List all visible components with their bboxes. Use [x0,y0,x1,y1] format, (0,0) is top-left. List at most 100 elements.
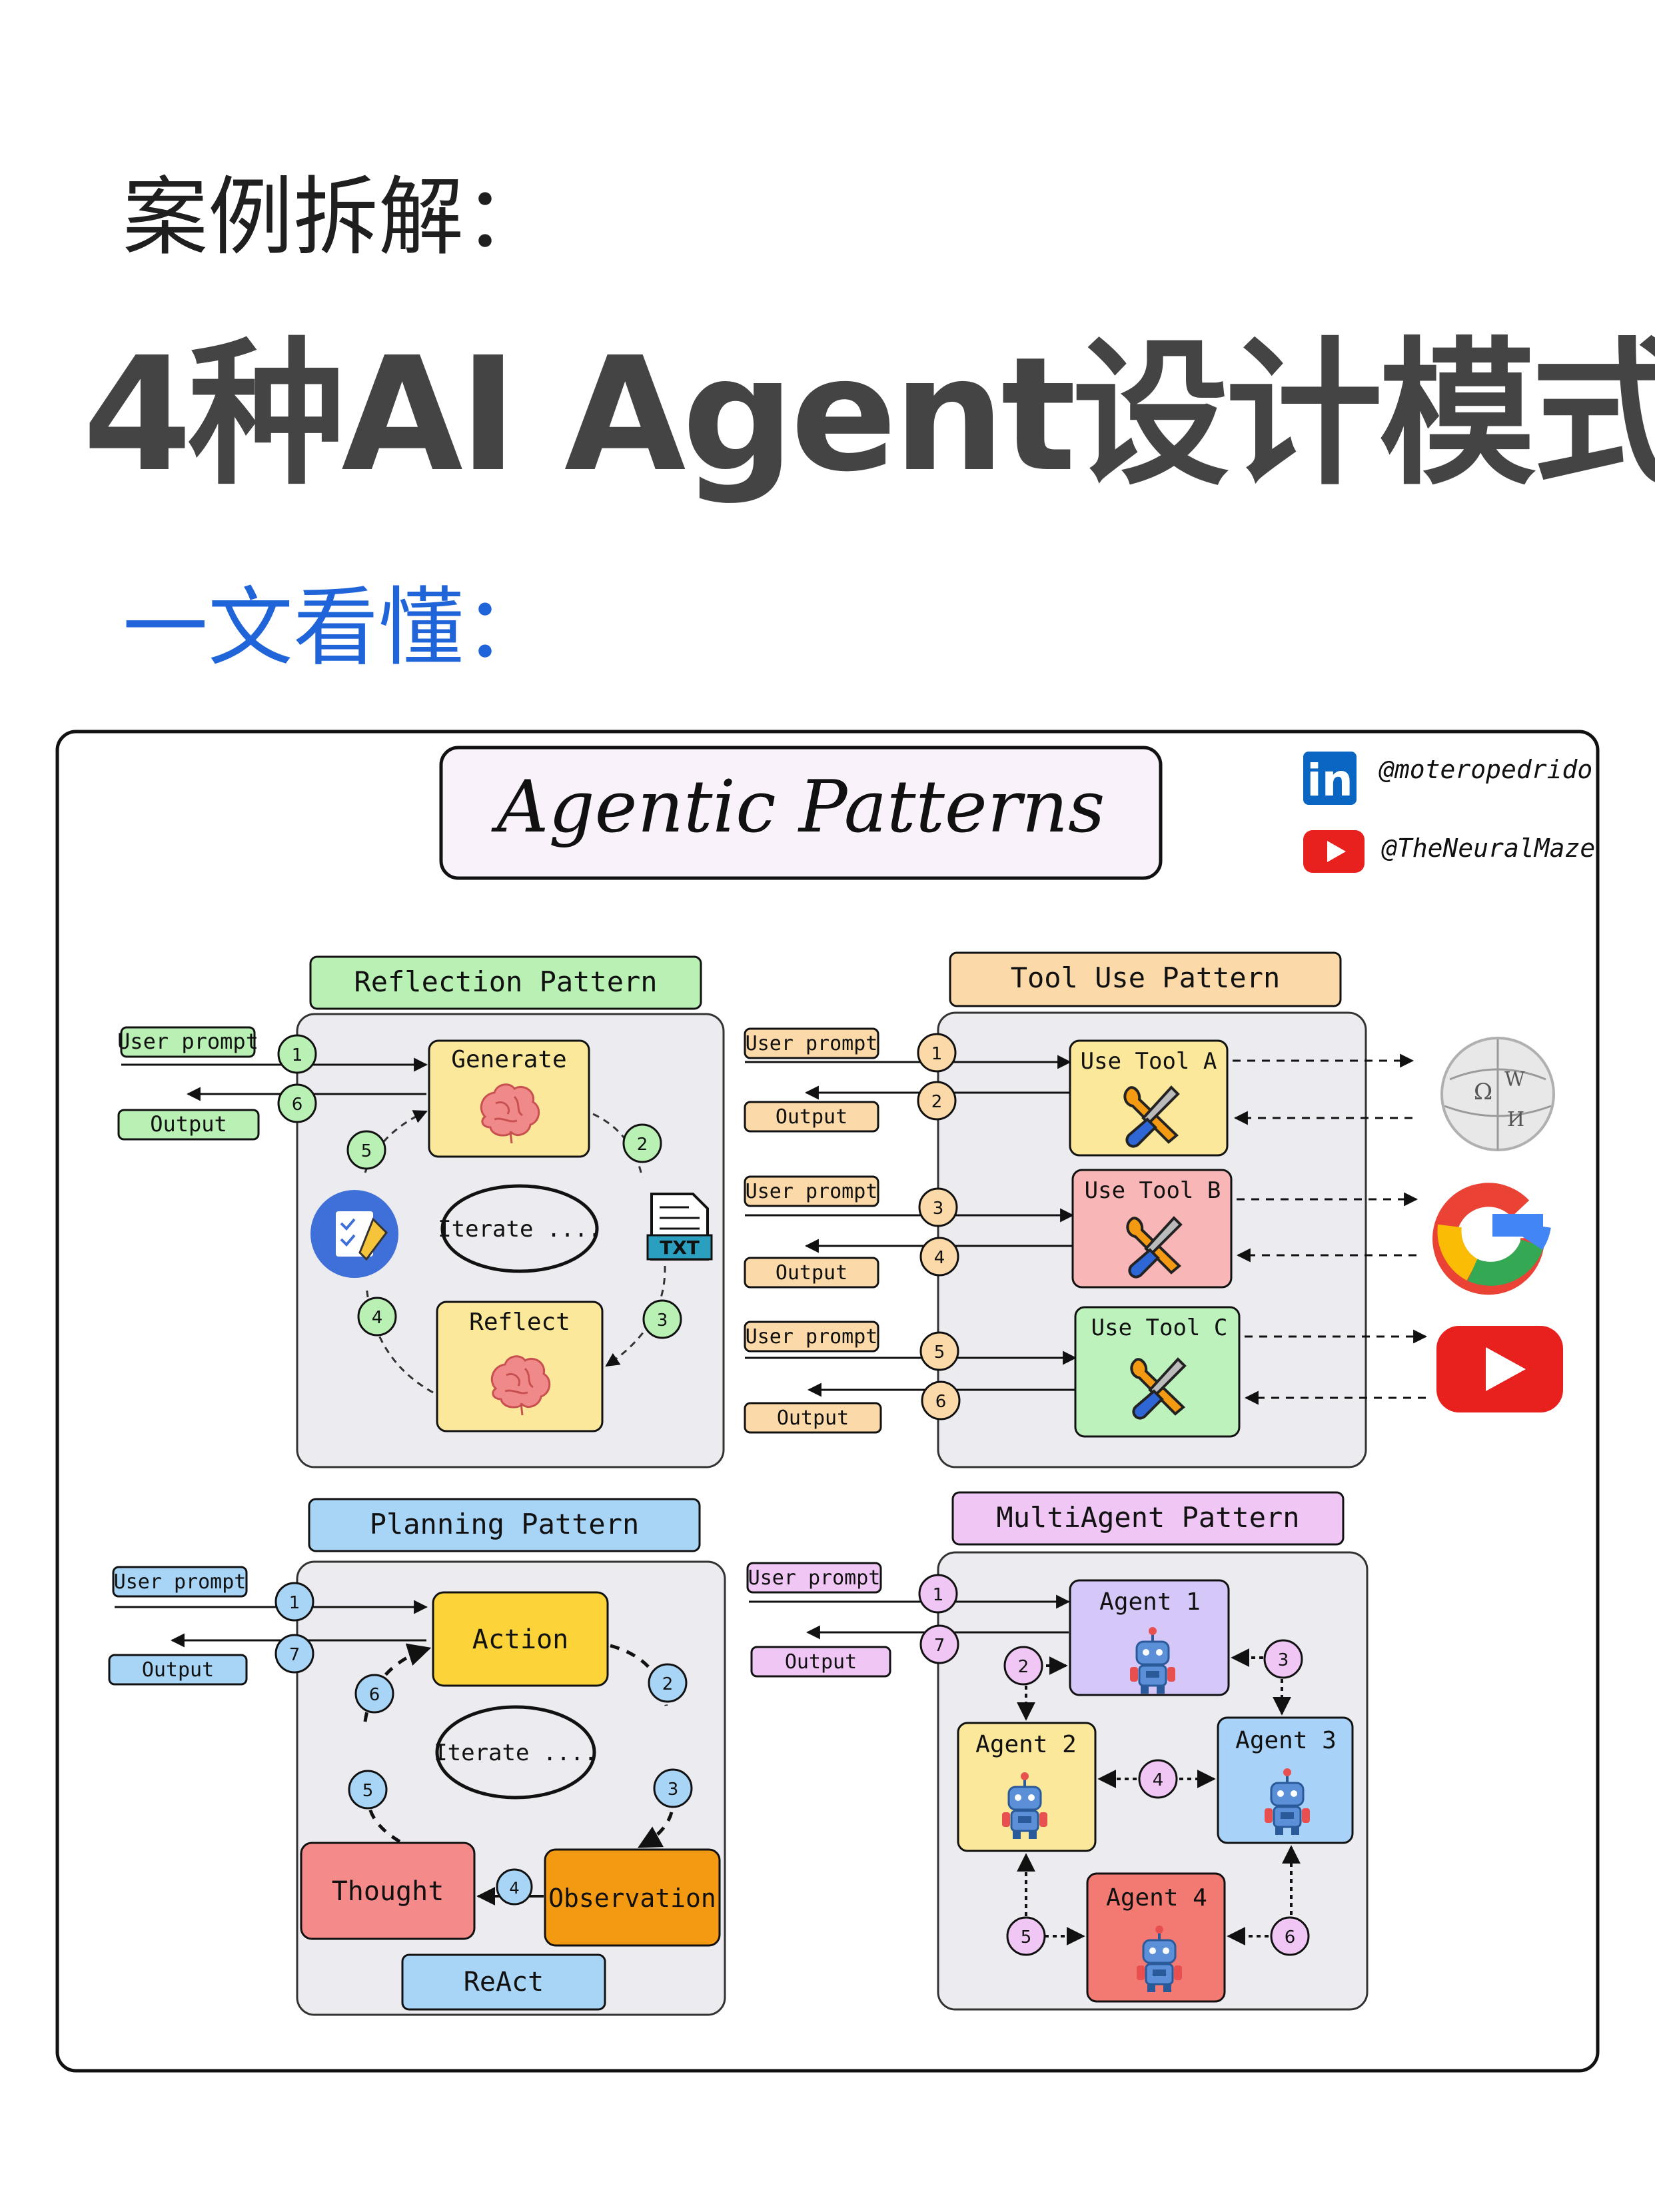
tool-a-label: Use Tool A [1081,1048,1217,1075]
thought-box [300,1842,476,1940]
linkedin-handle: @moteropedrido [1379,755,1592,784]
page-subtitle: 一文看懂： [123,578,550,678]
observation-label: Observation [548,1884,716,1913]
youtube-icon [1436,1326,1563,1412]
action-box [432,1591,609,1687]
svg-text:4: 4 [372,1308,383,1328]
agent-4-box [1086,1872,1226,2003]
tool-step-4: 4 [919,1237,959,1277]
tool-b-user-prompt: User prompt [746,1180,878,1203]
youtube-handle: @TheNeuralMaze [1381,833,1595,863]
svg-text:1: 1 [931,1044,943,1064]
tool-step-3: 3 [918,1187,958,1227]
planning-step-6: 6 [354,1674,394,1714]
svg-text:5: 5 [1021,1928,1032,1947]
diagram-title: Agentic Patterns [491,766,1105,849]
multiagent-output: Output [785,1650,857,1674]
multiagent-step-4: 4 [1138,1759,1178,1799]
reflection-user-prompt-box [120,1026,256,1058]
reflection-output-box [117,1109,260,1141]
planning-step-3: 3 [653,1768,693,1808]
observation-box [544,1848,721,1947]
google-icon [1432,1183,1551,1295]
tool-step-1: 1 [917,1033,957,1073]
tool-a-box [1069,1039,1229,1157]
svg-text:И: И [1507,1108,1524,1131]
planning-step-1: 1 [275,1582,314,1622]
tool-a-output: Output [776,1105,847,1129]
tool-b-box [1071,1169,1233,1289]
action-label: Action [472,1624,569,1655]
reflection-pattern: Reflection Pattern User prompt Output Ge… [117,955,725,1468]
linkedin-icon: in [1303,752,1357,806]
tool-use-label: Tool Use Pattern [1011,961,1281,994]
svg-text:3: 3 [933,1199,944,1219]
reflection-label: Reflection Pattern [354,965,657,998]
svg-text:5: 5 [362,1781,374,1801]
multiagent-step-6: 6 [1270,1916,1310,1956]
svg-text:1: 1 [933,1585,944,1605]
document-icon: TXT [646,1193,713,1261]
generate-label: Generate [451,1046,566,1073]
tool-c-output: Output [777,1406,849,1430]
multiagent-user-prompt: User prompt [748,1566,881,1590]
planning-label: Planning Pattern [370,1508,640,1540]
agent-3-box [1217,1716,1354,1844]
reflection-step-4: 4 [357,1297,397,1337]
svg-text:6: 6 [292,1095,303,1115]
reflection-step-6: 6 [277,1083,317,1123]
svg-text:6: 6 [369,1685,380,1705]
agentic-patterns-title-box: Agentic Patterns [439,746,1163,880]
tool-c-label: Use Tool C [1091,1315,1228,1341]
reflection-output: Output [150,1111,227,1137]
reflection-step-5: 5 [346,1130,386,1170]
iterate-loop [440,1184,599,1273]
page-eyebrow: 案例拆解： [123,168,550,267]
agent-3-label: Agent 3 [1235,1727,1337,1754]
svg-text:3: 3 [1278,1650,1289,1670]
svg-text:in: in [1307,755,1353,806]
svg-text:7: 7 [289,1645,300,1665]
reflect-label: Reflect [469,1309,570,1336]
tool-use-label-box [949,951,1342,1007]
planning-user-prompt: User prompt [114,1570,247,1594]
svg-text:2: 2 [637,1135,648,1155]
multiagent-label: MultiAgent Pattern [996,1501,1299,1534]
planning-step-4: 4 [496,1868,533,1906]
svg-text:3: 3 [657,1311,668,1331]
svg-text:5: 5 [361,1141,372,1161]
reflection-step-1: 1 [277,1034,317,1074]
svg-text:4: 4 [509,1879,519,1898]
agent-2-label: Agent 2 [975,1731,1077,1758]
multiagent-step-5: 5 [1006,1916,1046,1956]
planning-step-5: 5 [348,1770,388,1810]
tool-a-user-prompt: User prompt [746,1032,878,1055]
planning-iterate-loop [435,1705,596,1800]
svg-text:W: W [1504,1068,1525,1091]
agent-4-label: Agent 4 [1106,1884,1207,1912]
reflection-iterate: Iterate .... [438,1216,602,1243]
svg-text:7: 7 [934,1636,945,1656]
reflection-user-prompt: User prompt [117,1029,259,1054]
multiagent-step-2: 2 [1003,1646,1043,1686]
planning-step-2: 2 [648,1663,688,1703]
react-label: ReAct [464,1967,544,1997]
planning-iterate: Iterate .... [434,1740,598,1766]
multiagent-step-1: 1 [918,1574,958,1614]
tool-use-pattern: Tool Use Pattern User prompt Output Use … [744,951,1563,1468]
tool-step-6: 6 [921,1381,961,1420]
svg-text:2: 2 [1018,1657,1029,1677]
multiagent-step-3: 3 [1263,1639,1303,1679]
planning-step-7: 7 [275,1634,314,1674]
svg-text:Ω: Ω [1474,1079,1492,1105]
svg-text:6: 6 [935,1392,947,1412]
svg-text:2: 2 [931,1092,943,1112]
reflection-step-2: 2 [622,1123,662,1163]
tool-c-box [1074,1306,1241,1438]
svg-text:4: 4 [1153,1770,1164,1790]
reflection-label-box [309,955,702,1010]
svg-text:1: 1 [289,1593,300,1613]
svg-text:5: 5 [934,1343,945,1363]
document-label: TXT [660,1237,700,1259]
svg-text:4: 4 [934,1248,945,1268]
